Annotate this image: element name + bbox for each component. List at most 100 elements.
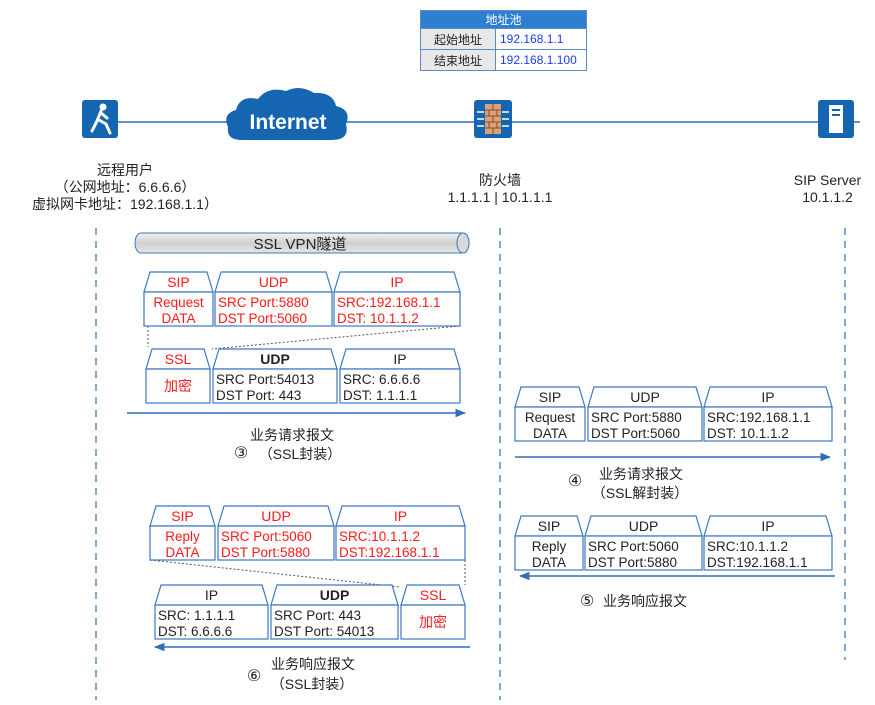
field-line: DST: 10.1.1.2 bbox=[337, 311, 419, 326]
internet-label: Internet bbox=[249, 111, 326, 134]
remote-user-icon bbox=[82, 100, 118, 138]
address-pool-row: 结束地址 192.168.1.100 bbox=[420, 49, 587, 71]
field-line: DST Port: 443 bbox=[216, 388, 301, 403]
field-line: SRC:192.168.1.1 bbox=[337, 295, 441, 310]
field-line: DST Port:5880 bbox=[588, 555, 677, 570]
field-line: 加密 bbox=[164, 378, 192, 394]
field-line: DATA bbox=[165, 545, 199, 560]
field-line: DATA bbox=[532, 555, 566, 570]
ip-header: IP bbox=[394, 508, 407, 524]
step4-number: ④ bbox=[568, 473, 582, 490]
tunnel-label: SSL VPN隧道 bbox=[254, 236, 347, 253]
field-line: DST: 6.6.6.6 bbox=[158, 624, 232, 639]
encap-guide bbox=[149, 559, 401, 588]
udp-header: UDP bbox=[260, 351, 290, 367]
sip-header: SIP bbox=[167, 274, 190, 290]
pool-end-value: 192.168.1.100 bbox=[495, 49, 587, 71]
step3-sublabel: （SSL封装） bbox=[259, 446, 341, 462]
field-line: DST Port:5060 bbox=[218, 311, 307, 326]
remote-user-virtual-address: 虚拟网卡地址：192.168.1.1） bbox=[32, 196, 218, 212]
udp-header: UDP bbox=[629, 518, 659, 534]
step6-label: 业务响应报文 bbox=[271, 656, 355, 672]
field-line: DST:192.168.1.1 bbox=[339, 545, 440, 560]
field-line: Request bbox=[153, 295, 204, 310]
pool-start-value: 192.168.1.1 bbox=[495, 28, 587, 50]
ssl-vpn-tunnel bbox=[134, 232, 470, 254]
step4-sublabel: （SSL解封装） bbox=[592, 485, 688, 501]
step6-number: ⑥ bbox=[247, 668, 261, 685]
address-pool-title: 地址池 bbox=[420, 10, 587, 29]
firewall-name: 防火墙 bbox=[479, 172, 521, 188]
field-line: SRC Port:5880 bbox=[591, 410, 682, 425]
field-line: 加密 bbox=[419, 614, 447, 630]
step5-number: ⑤ bbox=[580, 593, 594, 610]
udp-header: UDP bbox=[261, 508, 291, 524]
field-line: SRC Port:5880 bbox=[218, 295, 309, 310]
ssl-header: SSL bbox=[165, 351, 192, 367]
udp-header: UDP bbox=[259, 274, 289, 290]
field-line: DST: 10.1.1.2 bbox=[707, 426, 789, 441]
field-line: DST: 1.1.1.1 bbox=[343, 388, 417, 403]
field-line: DST Port:5880 bbox=[221, 545, 310, 560]
field-line: SRC Port:5060 bbox=[588, 539, 679, 554]
sip-header: SIP bbox=[539, 389, 562, 405]
sip-server-address: 10.1.1.2 bbox=[802, 189, 853, 205]
step3-label: 业务请求报文 bbox=[250, 427, 334, 443]
ip-header: IP bbox=[761, 389, 774, 405]
ip-header: IP bbox=[205, 587, 218, 603]
step3-number: ③ bbox=[234, 445, 248, 462]
pool-start-key: 起始地址 bbox=[420, 28, 496, 50]
sip-server-icon bbox=[818, 100, 854, 138]
address-pool-table: 地址池 起始地址 192.168.1.1 结束地址 192.168.1.100 bbox=[420, 10, 587, 71]
udp-header: UDP bbox=[630, 389, 660, 405]
field-line: DST Port: 54013 bbox=[274, 624, 374, 639]
field-line: Reply bbox=[532, 539, 567, 554]
field-line: Reply bbox=[165, 529, 200, 544]
field-line: SRC Port:54013 bbox=[216, 372, 314, 387]
field-line: SRC:192.168.1.1 bbox=[707, 410, 811, 425]
field-line: SRC:10.1.1.2 bbox=[339, 529, 420, 544]
firewall-label: 防火墙 1.1.1.1 | 10.1.1.1 bbox=[420, 172, 580, 206]
req-outer-ssl-header-cell: SSL 加密 bbox=[145, 348, 211, 404]
field-line: DATA bbox=[533, 426, 567, 441]
field-line: SRC:10.1.1.2 bbox=[707, 539, 788, 554]
field-line: SRC Port: 443 bbox=[274, 608, 361, 623]
field-line: DST:192.168.1.1 bbox=[707, 555, 808, 570]
firewall-icon bbox=[474, 100, 512, 138]
ssl-header: SSL bbox=[420, 587, 447, 603]
sip-server-label: SIP Server 10.1.1.2 bbox=[780, 172, 875, 206]
ip-header: IP bbox=[393, 351, 406, 367]
field-line: SRC Port:5060 bbox=[221, 529, 312, 544]
udp-header: UDP bbox=[320, 587, 350, 603]
field-line: DATA bbox=[161, 311, 195, 326]
field-line: DST Port:5060 bbox=[591, 426, 680, 441]
field-line: Request bbox=[525, 410, 576, 425]
sip-header: SIP bbox=[538, 518, 561, 534]
firewall-address: 1.1.1.1 | 10.1.1.1 bbox=[447, 189, 553, 205]
field-line: SRC: 1.1.1.1 bbox=[158, 608, 235, 623]
resp-outer-ssl-header-cell: SSL 加密 bbox=[400, 584, 466, 640]
remote-user-public-address: （公网地址：6.6.6.6） bbox=[54, 179, 196, 195]
remote-user-name: 远程用户 bbox=[97, 162, 153, 178]
ip-header: IP bbox=[390, 274, 403, 290]
ip-header: IP bbox=[761, 518, 774, 534]
encap-guide bbox=[211, 325, 461, 350]
sip-server-name: SIP Server bbox=[793, 172, 862, 188]
address-pool-row: 起始地址 192.168.1.1 bbox=[420, 28, 587, 50]
